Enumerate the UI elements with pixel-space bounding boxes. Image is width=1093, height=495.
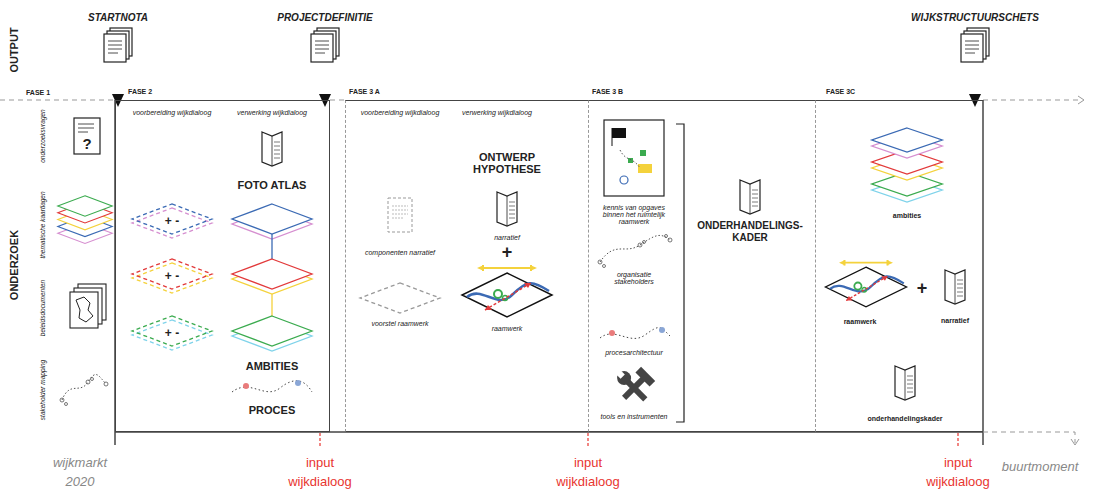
item-heading: ONDERHANDELINGS-KADER <box>691 220 809 244</box>
item-caption: raamwerk <box>844 318 877 325</box>
phase-panel: FASE 3 A <box>345 100 588 432</box>
item-caption: voorstel raamwerk <box>371 320 428 327</box>
plus-minus: + - <box>165 214 179 228</box>
item-heading: FOTO ATLAS <box>238 179 307 191</box>
item-caption: voorbereiding wijkdialoog <box>133 109 212 116</box>
plus-minus: + - <box>165 326 179 340</box>
output-title: STARTNOTA <box>88 12 148 23</box>
output-documents <box>104 28 989 107</box>
timeline-moment: buurtmoment <box>1002 457 1079 476</box>
phase3b-icons <box>598 120 760 422</box>
input-marker: input wijkdialoog <box>280 453 360 491</box>
item-caption: onderhandelingskader <box>867 415 942 422</box>
research-item: stakeholder mapping <box>39 360 46 420</box>
phase3a-icons <box>360 192 552 317</box>
input-marker: input wijkdialoog <box>918 453 998 491</box>
side-heading: OUTPUT <box>8 27 20 72</box>
phase-heading: FASE 3C <box>826 88 855 95</box>
side-heading: ONDERZOEK <box>8 230 20 300</box>
phase3c-icons <box>826 128 966 400</box>
timeline-moment: wijkmarkt 2020 <box>48 453 112 491</box>
phase2-icons <box>132 132 312 392</box>
phase-panel: FASE 3 B <box>588 100 815 432</box>
research-item: onderzoeksvragen <box>39 109 46 162</box>
item-caption: kennis van opgaves binnen het ruimtelijk… <box>592 204 676 225</box>
output-title: PROJECTDEFINITIE <box>277 12 373 23</box>
phase-panel: FASE 3C <box>815 100 983 432</box>
item-caption: voorbereiding wijkdialoog <box>361 109 440 116</box>
question-mark: ? <box>82 135 91 152</box>
item-caption: narratief <box>494 234 520 241</box>
research-icons <box>58 118 112 406</box>
research-item: beleidsdocumenten <box>39 280 46 336</box>
item-caption: verwerking wijkdialoog <box>462 109 532 116</box>
output-title: WIJKSTRUCTUURSCHETS <box>911 12 1039 23</box>
input-marker: input wijkdialoog <box>548 453 628 491</box>
item-caption: verwerking wijkdialoog <box>237 109 307 116</box>
item-caption: componenten narratief <box>365 249 435 256</box>
phase-heading: FASE 3 B <box>592 88 623 95</box>
plus-sign: + <box>502 242 513 263</box>
item-caption: ambities <box>893 212 921 219</box>
item-caption: tools en instrumenten <box>601 413 668 420</box>
plus-sign: + <box>917 278 928 299</box>
item-caption: procesarchitectuur <box>605 349 663 356</box>
phase-heading: FASE 2 <box>128 88 152 95</box>
research-item: thematische kaartlagen <box>39 191 46 258</box>
item-caption: organisatie stakeholders <box>604 271 664 285</box>
phase-heading: FASE 3 A <box>349 88 380 95</box>
phase-label: FASE 1 <box>26 89 50 96</box>
item-caption: raamwerk <box>492 325 523 332</box>
item-heading: AMBITIES <box>246 360 299 372</box>
phase-panel: FASE 2 <box>115 100 330 432</box>
item-caption: narratief <box>941 317 969 324</box>
item-heading: ONTWERP HYPOTHESE <box>467 151 547 175</box>
item-heading: PROCES <box>249 404 295 416</box>
timeline <box>0 96 1084 446</box>
plus-minus: + - <box>165 269 179 283</box>
